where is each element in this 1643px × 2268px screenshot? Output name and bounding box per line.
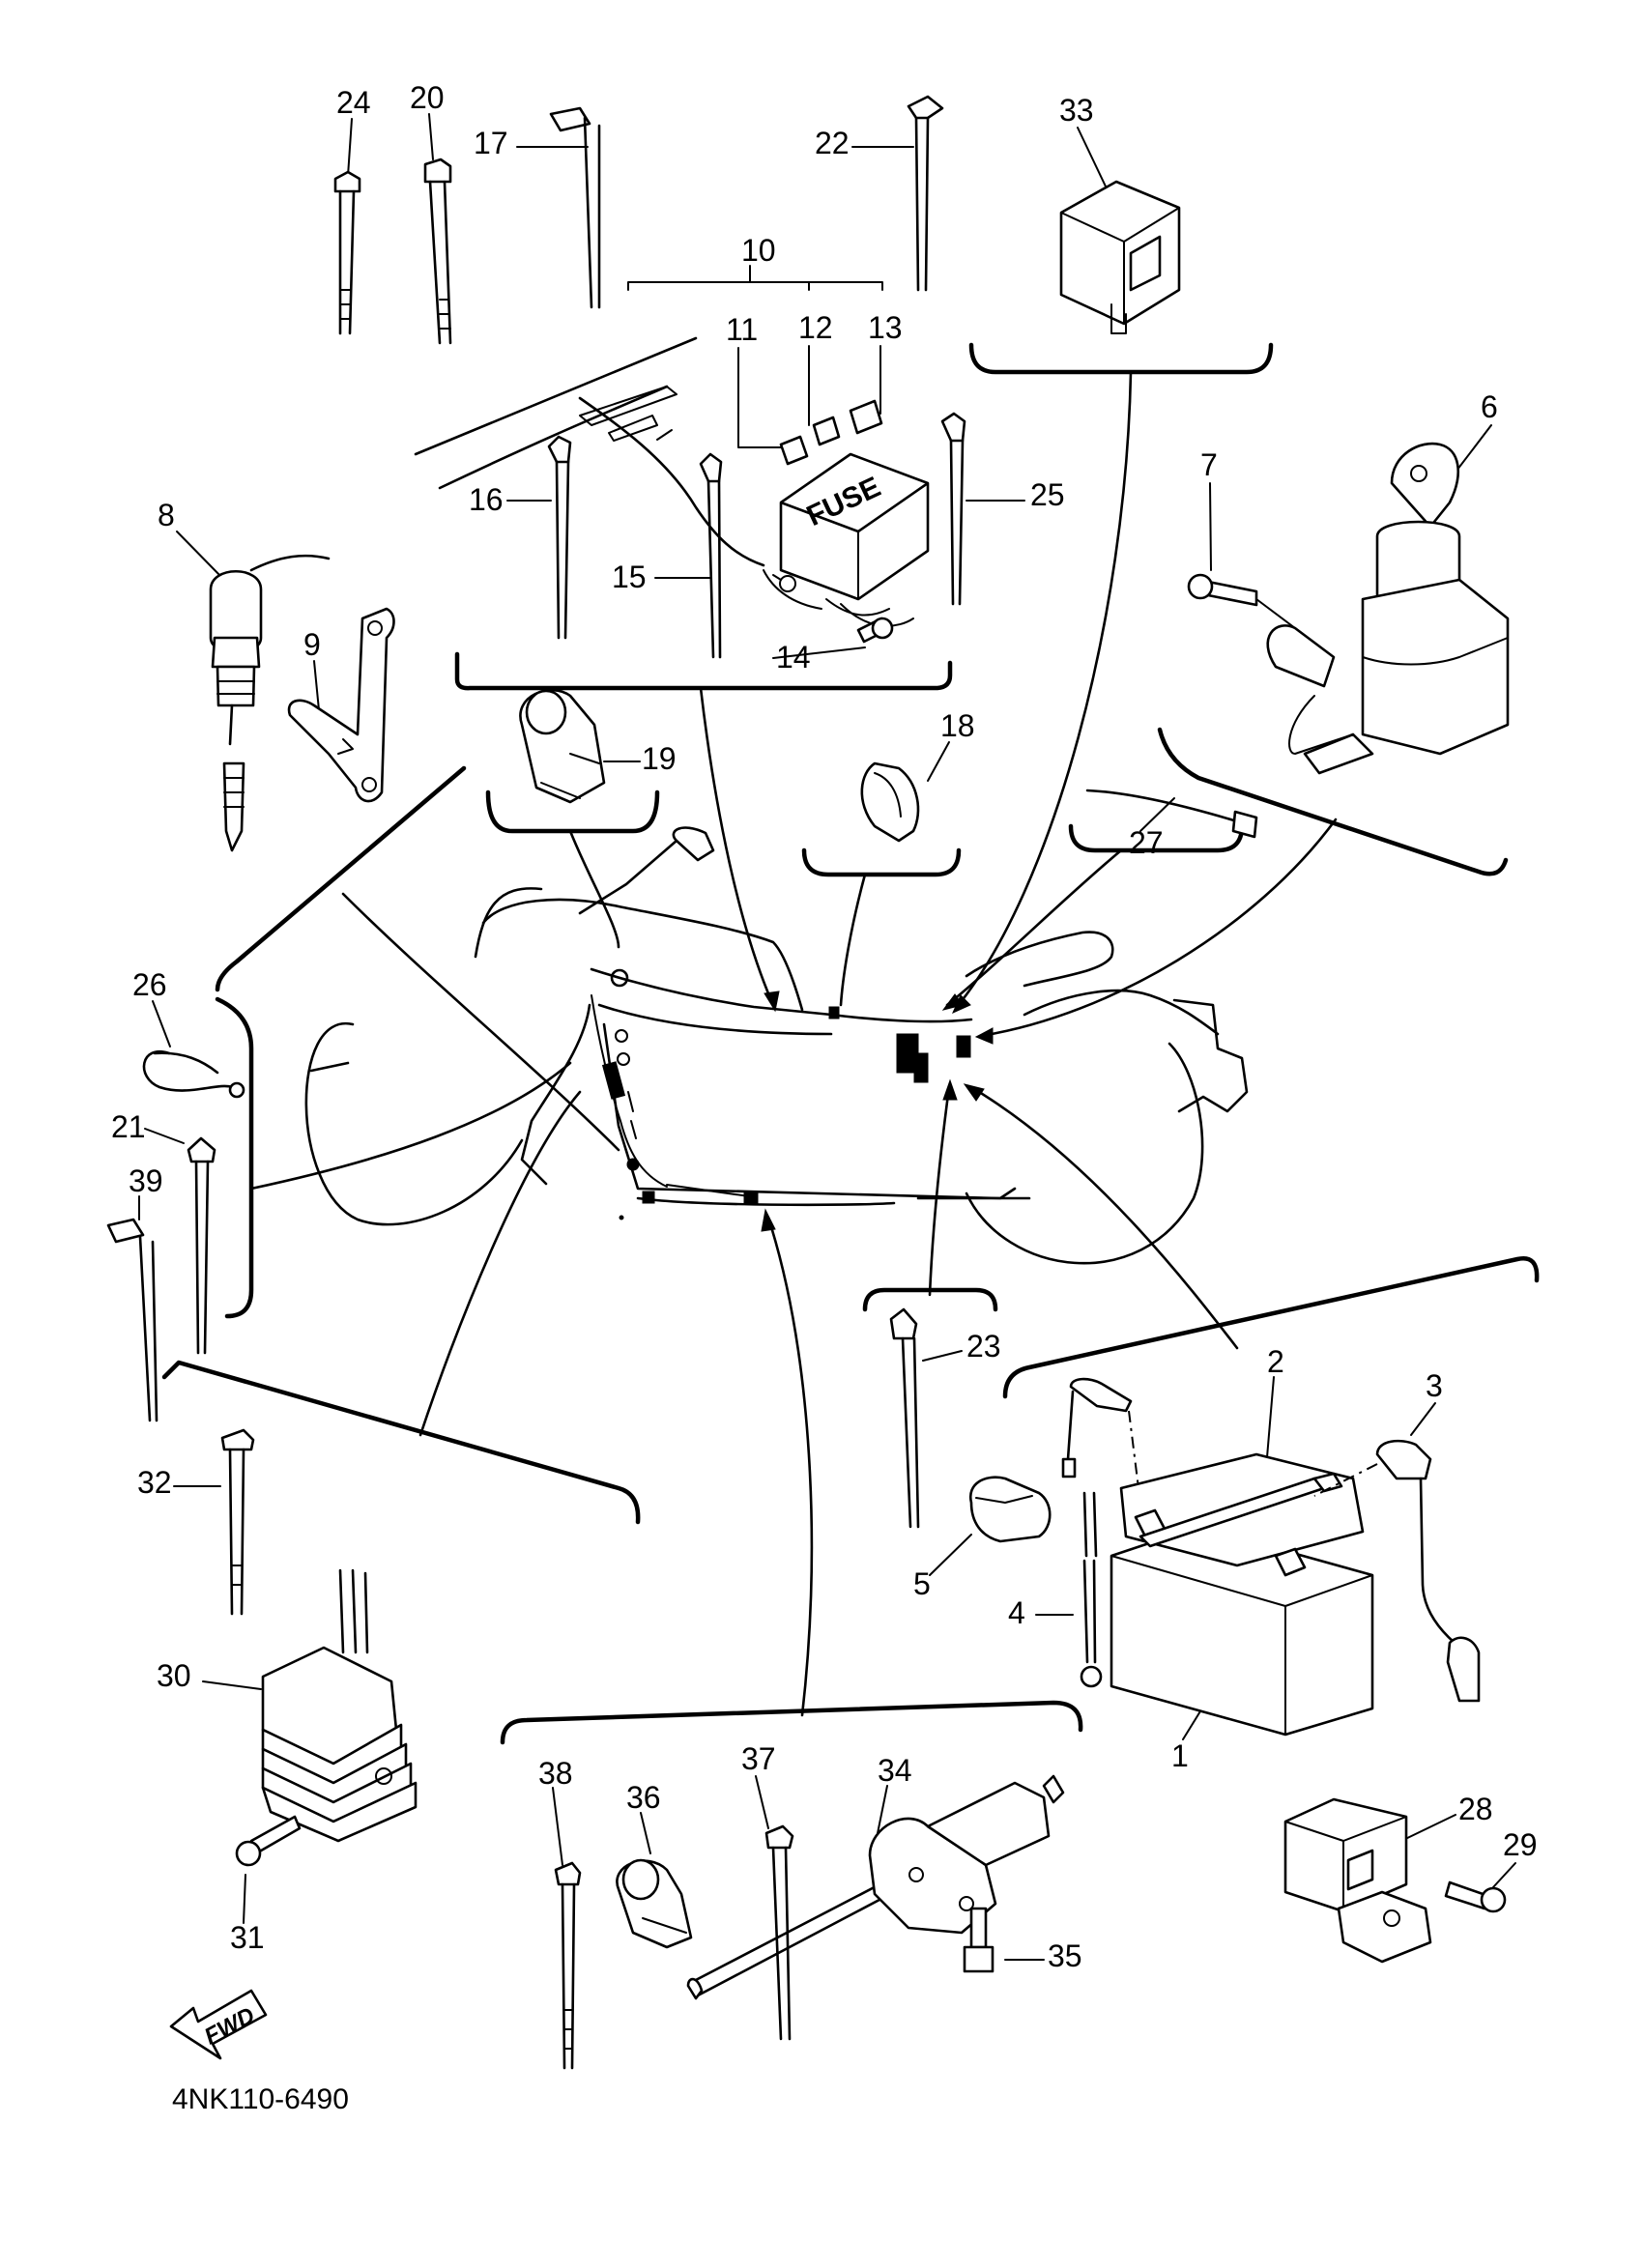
callout-24: 24 (336, 85, 371, 120)
bracket-clamp-18-group (801, 847, 962, 877)
bracket-relay-group (968, 342, 1274, 375)
callout-11: 11 (726, 312, 758, 347)
callout-10: 10 (741, 233, 776, 268)
callout-6: 6 (1481, 389, 1498, 424)
clamp-19 (519, 688, 606, 804)
callout-2: 2 (1267, 1344, 1284, 1379)
callout-21: 21 (111, 1109, 146, 1144)
bolt-35 (963, 1907, 994, 1973)
bolt-7 (1187, 573, 1296, 629)
callout-27: 27 (1129, 825, 1164, 860)
fuse-11 (779, 435, 809, 466)
fuse-box: FUSE (763, 452, 930, 627)
bracket-wire-27-group (1068, 823, 1245, 853)
bracket-bottom-group (500, 1700, 1083, 1745)
cable-tie-22 (907, 95, 944, 292)
callout-38: 38 (538, 1756, 573, 1791)
bracket-regulator-group (161, 1360, 641, 1525)
callout-39: 39 (129, 1163, 163, 1198)
bolt-29 (1444, 1880, 1507, 1913)
clamp-36 (616, 1858, 693, 1949)
callout-17: 17 (474, 126, 508, 160)
callout-4: 4 (1008, 1595, 1025, 1630)
cable-tie-16 (547, 435, 572, 640)
wire-27 (1085, 789, 1258, 839)
callout-16: 16 (469, 482, 504, 517)
cable-tie-32 (220, 1428, 255, 1616)
callout-28: 28 (1458, 1792, 1493, 1826)
sensor-34 (686, 1774, 1065, 2000)
bracket-sensor-group (215, 765, 467, 992)
callout-20: 20 (410, 80, 445, 115)
positive-lead-3 (1313, 1439, 1481, 1703)
cable-tie-24 (333, 170, 361, 335)
callout-22: 22 (815, 126, 850, 160)
callout-30: 30 (157, 1658, 191, 1693)
callout-13: 13 (868, 310, 903, 345)
bracket-9 (287, 607, 395, 803)
fwd-arrow-icon: FWD (169, 1989, 268, 2060)
callout-9: 9 (303, 627, 321, 662)
routing-lines (249, 370, 1338, 1717)
callout-25: 25 (1030, 477, 1065, 512)
cable-tie-39 (106, 1218, 159, 1422)
callout-labels: 24 20 17 22 33 10 11 12 13 6 8 16 25 7 1… (111, 80, 1538, 1973)
callout-33: 33 (1059, 93, 1094, 128)
callout-37: 37 (741, 1741, 776, 1776)
callout-8: 8 (158, 498, 175, 532)
callout-36: 36 (626, 1780, 661, 1815)
callout-3: 3 (1426, 1368, 1443, 1403)
cable-tie-38 (554, 1861, 582, 2070)
diagram-code: 4NK110-6490 (172, 2083, 349, 2115)
clamp-18 (860, 761, 920, 843)
bracket-switch-group (1157, 727, 1509, 876)
callout-7: 7 (1200, 447, 1218, 482)
cable-tie-37 (764, 1824, 794, 2041)
callout-1: 1 (1171, 1738, 1189, 1773)
callout-5: 5 (913, 1566, 931, 1601)
cable-tie-20 (423, 158, 452, 345)
callout-12: 12 (798, 310, 833, 345)
callout-35: 35 (1048, 1938, 1082, 1973)
relay-33 (1059, 180, 1181, 334)
bracket-clamp-19-group (485, 789, 660, 834)
bolt-31 (235, 1815, 302, 1867)
callout-19: 19 (642, 741, 677, 776)
battery-band-2 (1139, 1472, 1343, 1548)
cable-tie-15 (699, 452, 723, 659)
battery-1: + (1110, 1441, 1398, 1737)
motorcycle-outline (304, 826, 1249, 1265)
callout-23: 23 (966, 1329, 1001, 1364)
fuse-13 (849, 399, 883, 435)
fuse-box-assembly: FUSE (414, 336, 966, 659)
clamp-5 (968, 1476, 1052, 1543)
bracket-battery-group (1002, 1256, 1540, 1399)
callout-29: 29 (1503, 1827, 1538, 1862)
group-brackets (161, 342, 1540, 1745)
bracket-fuse-group (454, 651, 953, 691)
callout-18: 18 (940, 708, 975, 743)
callout-32: 32 (137, 1465, 172, 1500)
band-26 (142, 1049, 245, 1099)
leader-lines (138, 113, 1516, 1961)
fuse-12 (812, 416, 841, 446)
main-switch-6 (1266, 442, 1510, 775)
cable-tie-21 (187, 1136, 216, 1355)
callout-34: 34 (878, 1753, 912, 1788)
screw-14 (856, 617, 894, 644)
cable-tie-23 (889, 1307, 920, 1529)
cable-tie-17 (549, 106, 601, 309)
callout-26: 26 (132, 967, 167, 1002)
negative-lead-4 (1061, 1377, 1139, 1688)
cable-tie-25 (940, 412, 966, 606)
relay-28 (1283, 1797, 1432, 1964)
bracket-left-group (215, 996, 254, 1319)
rectifier-regulator-30 (261, 1568, 418, 1843)
neutral-switch-8 (209, 554, 331, 852)
callout-15: 15 (612, 560, 647, 594)
callout-31: 31 (230, 1920, 265, 1955)
